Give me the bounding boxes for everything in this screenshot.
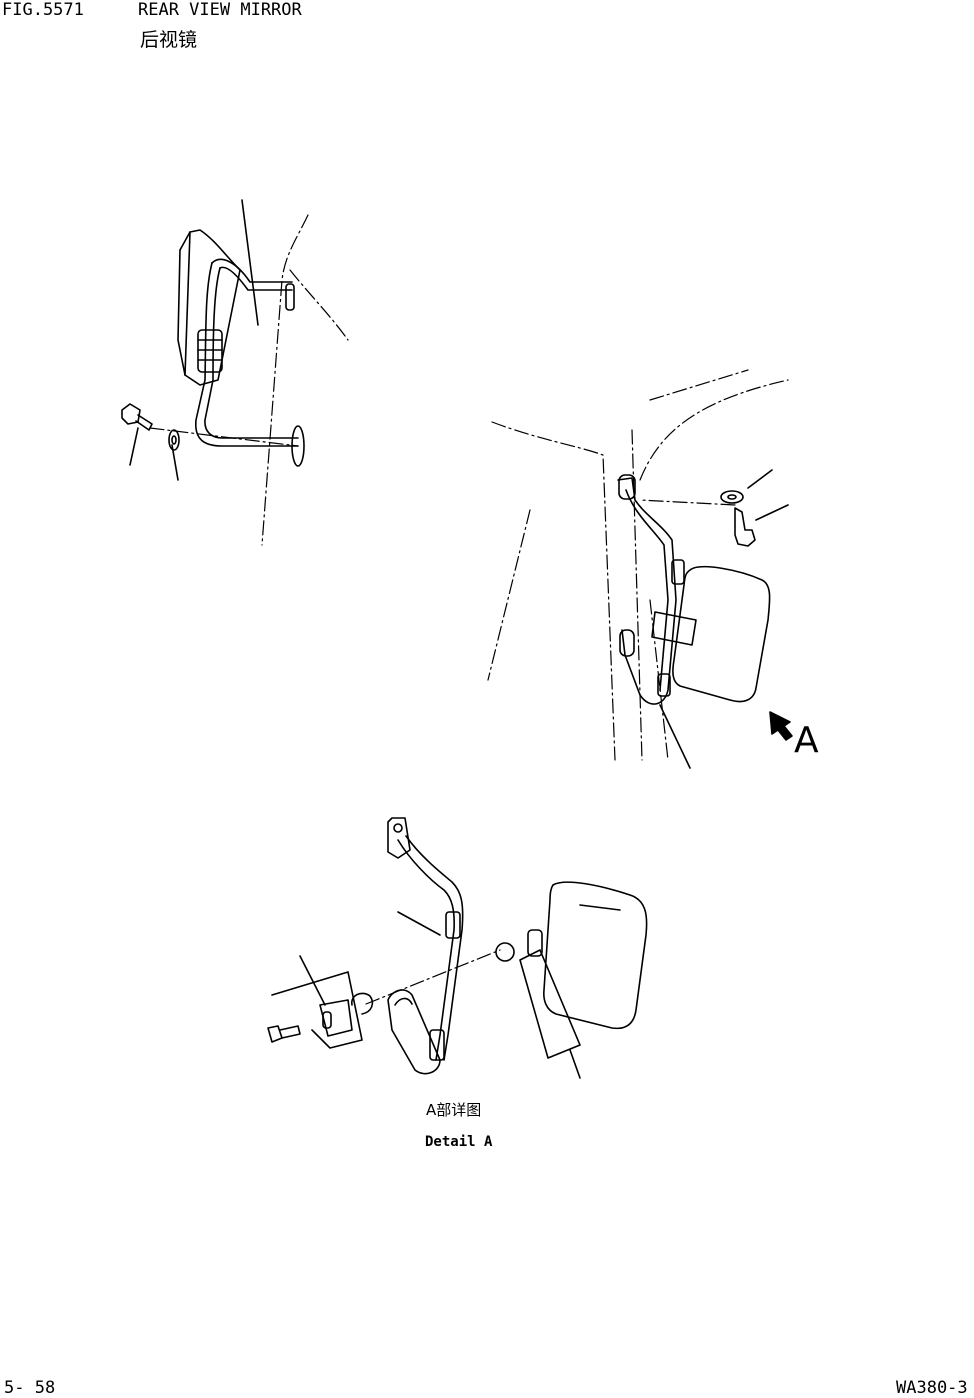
right-view-assembly bbox=[487, 369, 793, 769]
figure-title: REAR VIEW MIRROR bbox=[138, 0, 302, 20]
detail-a-label: Detail A bbox=[425, 1134, 493, 1150]
detail-a-assembly bbox=[267, 817, 648, 1079]
model-number: WA380-3 bbox=[896, 1378, 968, 1398]
left-view-assembly bbox=[121, 199, 349, 546]
view-a-label: A bbox=[794, 720, 819, 761]
page-number: 5- 58 bbox=[4, 1378, 56, 1398]
detail-a-label-chinese: A部详图 bbox=[426, 1101, 482, 1119]
figure-title-chinese: 后视镜 bbox=[140, 29, 198, 51]
figure-number: FIG.5571 bbox=[2, 0, 84, 20]
